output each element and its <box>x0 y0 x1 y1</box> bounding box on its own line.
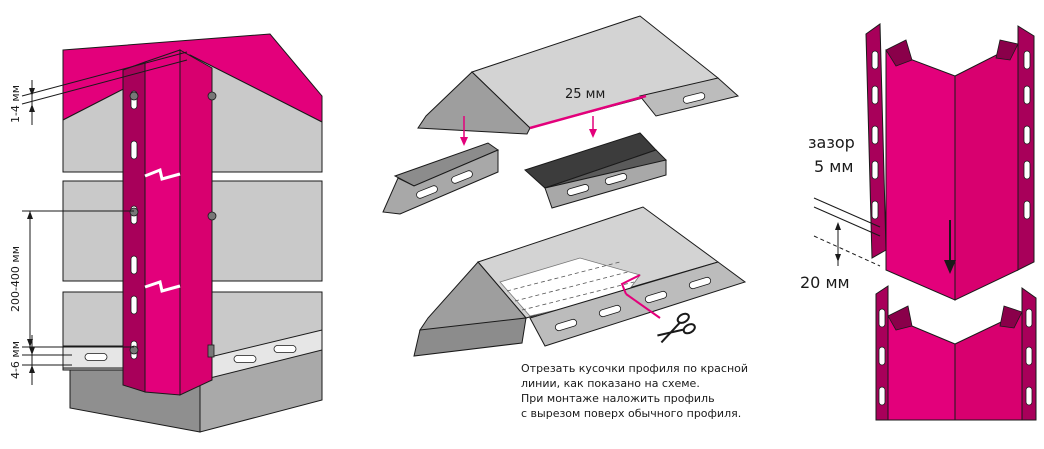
instruction-line: Отрезать кусочки профиля по красной <box>521 362 749 375</box>
middle-figure-profile-cut: 25 мм <box>382 15 747 357</box>
cut-line <box>529 94 647 130</box>
gap-value: 5 мм <box>814 157 853 176</box>
overlap-value: 20 мм <box>800 273 850 292</box>
lower-profile-left-face <box>887 315 956 421</box>
instruction-line: линии, как показано на схеме. <box>521 377 700 390</box>
upper-profile-right-face <box>954 43 1019 301</box>
corner-profile-front <box>144 49 181 396</box>
instruction-text: Отрезать кусочки профиля по красной лини… <box>521 361 771 421</box>
dim-top-label: 1-4 мм <box>9 85 22 123</box>
right-figure-joint-gap: зазор 5 мм 20 мм <box>800 23 1037 421</box>
cut-width-label: 25 мм <box>565 87 605 102</box>
instruction-line: с вырезом поверх обычного профиля. <box>521 407 742 420</box>
lower-profile-right-face <box>954 311 1023 421</box>
instruction-line: При монтаже наложить профиль <box>521 392 715 405</box>
corner-profile-right-face <box>179 49 213 396</box>
scissors-icon <box>657 312 696 344</box>
dim-middle-label: 200-400 мм <box>9 246 22 312</box>
upper-profile-left-face <box>885 49 956 301</box>
gap-label: зазор <box>808 133 855 152</box>
top-profile-left-face <box>417 71 531 135</box>
dim-bottom-label: 4-6 мм <box>9 341 22 379</box>
left-figure-corner-installation: 1-4 мм 200-400 мм 4-6 мм <box>9 33 323 433</box>
